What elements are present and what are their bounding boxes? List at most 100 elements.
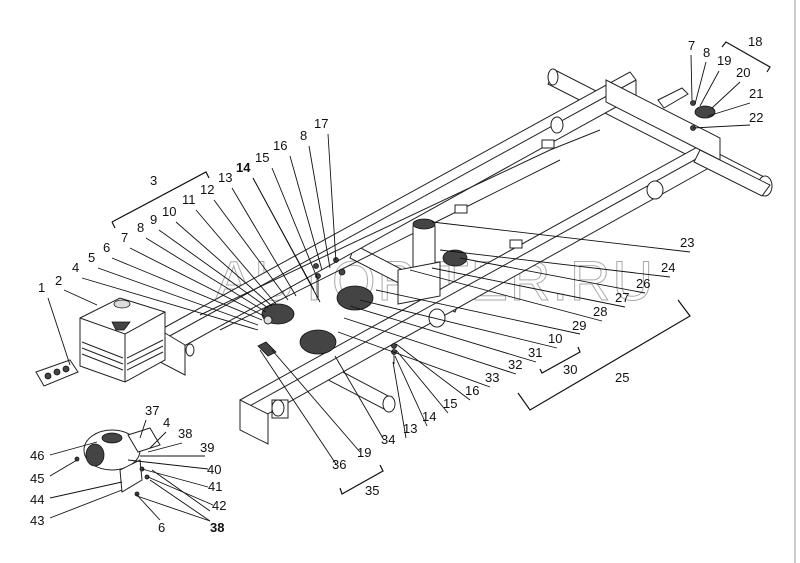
leader-line-13 [392,361,407,439]
fuel-filter [397,218,441,305]
valve-cluster-lower [299,329,337,355]
valve-cluster-middle [336,285,374,311]
leader-line-7 [129,247,265,317]
leader-line-21 [707,102,751,117]
leader-line-6 [135,493,161,521]
leader-line-8 [694,61,707,105]
leader-line-17 [327,133,337,263]
fuel-line [199,129,601,316]
leader-line-12 [213,199,289,301]
callout-label-8: 8 [703,45,710,60]
leader-line-28 [409,269,603,322]
callout-label-22: 22 [749,110,763,125]
callout-label-25: 25 [615,370,629,385]
callout-label-21: 21 [749,86,763,101]
leader-line-4 [81,277,259,331]
sensor-bracket [257,341,277,357]
leader-line-36 [259,349,337,465]
frame-clamp [541,139,555,149]
bracket-35 [339,464,384,495]
leader-line-29 [375,289,581,335]
callout-label-24: 24 [661,260,675,275]
callout-label-16: 16 [273,138,287,153]
frame-clamp [454,204,468,214]
leader-line-14 [394,355,428,427]
callout-label-26: 26 [636,276,650,291]
callout-label-18: 18 [748,34,762,49]
leader-line-16 [395,343,471,401]
callout-label-6: 6 [103,240,110,255]
callout-label-43: 43 [30,513,44,528]
bracket-30 [539,346,581,374]
leader-line-19 [271,349,361,453]
leader-line-33 [337,331,491,388]
callout-label-5: 5 [88,250,95,265]
leader-line-43 [49,489,123,519]
gasket-plate [119,459,143,493]
leader-line-8 [145,237,267,313]
leader-line-16 [289,155,323,271]
leader-line-24 [439,249,671,278]
leader-line-15 [271,167,319,281]
callout-label-4: 4 [163,415,170,430]
callout-label-16: 16 [465,383,479,398]
leader-line-10 [359,299,558,349]
callout-label-12: 12 [200,182,214,197]
callout-label-32: 32 [508,357,522,372]
rear-valve [690,100,716,131]
leader-line-5 [97,267,259,326]
leader-line-32 [343,317,517,375]
leader-line-34 [334,355,385,441]
callout-label-34: 34 [381,432,395,447]
callout-label-11: 11 [182,192,196,207]
chassis-frame [159,68,773,445]
right-rail-front-end [239,399,269,445]
leader-line-22 [692,124,751,129]
callout-label-13: 13 [218,170,232,185]
leader-line-41 [141,468,209,488]
leader-line-15 [395,349,449,414]
leader-line-13 [231,187,297,297]
pump-unit [442,249,468,267]
callout-label-19: 19 [357,445,371,460]
callout-label-42: 42 [212,498,226,513]
bolt-stack [391,343,397,364]
frame-clamp-ring [428,308,446,328]
terminal-block [35,359,79,387]
callout-label-31: 31 [528,345,542,360]
frame-clamp [509,239,523,249]
leader-line-38 [149,479,211,522]
leader-line-40 [127,459,209,470]
leader-line-11 [195,209,277,305]
callout-label-27: 27 [615,290,629,305]
callout-label-17: 17 [314,116,328,131]
callout-label-19: 19 [717,53,731,68]
callout-label-2: 2 [55,273,62,288]
callout-label-33: 33 [485,370,499,385]
callout-label-46: 46 [30,448,44,463]
callout-label-15: 15 [443,396,457,411]
leader-line-23 [431,221,691,253]
bracket-25 [517,299,691,411]
leader-line-42 [147,476,214,506]
rear-bracket [657,87,689,109]
callout-label-41: 41 [208,479,222,494]
leader-line-14 [252,177,321,303]
callout-label-35: 35 [365,483,379,498]
leader-line-42 [151,469,211,512]
callout-label-9: 9 [150,212,157,227]
callout-label-23: 23 [680,235,694,250]
callout-label-40: 40 [207,462,221,477]
callout-label-14: 14 [236,160,251,175]
leader-line-10 [175,221,273,307]
rear-tube-left-end [547,68,559,86]
callout-label-1: 1 [38,280,45,295]
leader-line-46 [49,441,98,456]
leader-line-9 [158,229,269,309]
callout-label-8: 8 [137,220,144,235]
rear-side-tube [693,149,771,197]
callout-label-36: 36 [332,457,346,472]
callout-label-30: 30 [563,362,577,377]
